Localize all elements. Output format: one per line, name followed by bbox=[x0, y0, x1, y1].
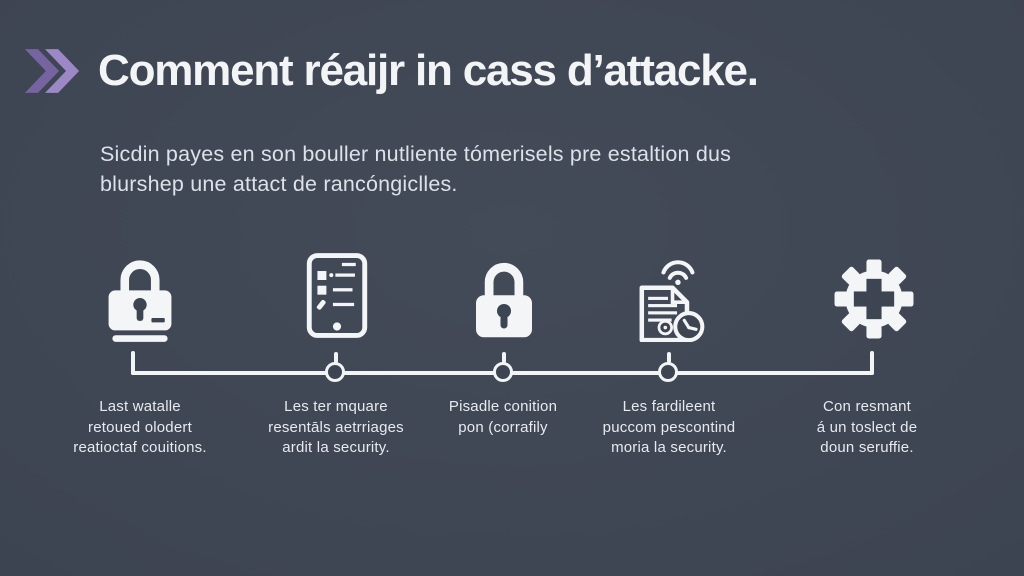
step-caption: Con resmant á un toslect de doun seruffi… bbox=[816, 398, 918, 456]
padlock-icon bbox=[476, 262, 532, 338]
padlock-base-icon bbox=[108, 260, 172, 342]
timeline-end-tick-left bbox=[131, 351, 135, 375]
timeline-node bbox=[493, 362, 513, 382]
double-chevron-right-icon bbox=[24, 49, 80, 93]
timeline-end-tick-right bbox=[870, 351, 874, 375]
timeline-node-stem bbox=[667, 352, 671, 363]
timeline-node-stem bbox=[502, 352, 506, 363]
timeline-node-stem bbox=[334, 352, 338, 363]
step-caption: Last watalle retoued olodert reatioctaf … bbox=[73, 398, 207, 456]
step-caption: Pisadle conition pon (corrafily bbox=[448, 398, 558, 436]
tablet-checklist-icon bbox=[306, 253, 368, 338]
step-caption: Les fardileent puccom pescontind moria l… bbox=[602, 398, 736, 456]
timeline-node bbox=[325, 362, 345, 382]
slide-title: Comment réaijr in cass d’attacke. bbox=[98, 46, 759, 95]
slide-subtitle: Sicdin payes en son bouller nutliente tó… bbox=[100, 142, 732, 196]
gear-plus-icon bbox=[834, 259, 914, 339]
step-caption: Les ter mquare resentāls aetrriages ardi… bbox=[268, 398, 404, 456]
timeline-node bbox=[658, 362, 678, 382]
document-wifi-clock-icon bbox=[639, 260, 705, 342]
